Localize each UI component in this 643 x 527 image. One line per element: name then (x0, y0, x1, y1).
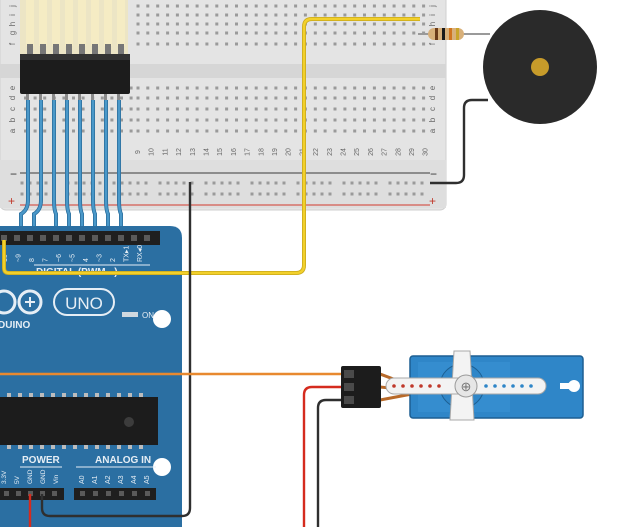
microcontroller-chip (0, 397, 158, 445)
servo-ground-wire[interactable] (316, 398, 346, 527)
row-letter: e (428, 85, 437, 90)
digital-pin-label: RX◂0 (137, 245, 144, 262)
digital-pin-label: ~6 (56, 254, 63, 262)
rail-plus-left: + (8, 194, 15, 208)
led-wires[interactable] (19, 100, 123, 234)
column-number: 12 (176, 148, 183, 156)
rail-minus-left: − (10, 167, 17, 181)
ground-wire[interactable] (40, 182, 192, 518)
digital-pin-label: 8 (29, 258, 36, 262)
column-number: 15 (217, 148, 224, 156)
digital-pin-label: 7 (43, 258, 50, 262)
column-number: 27 (382, 148, 389, 156)
svg-text:⊕: ⊕ (461, 379, 472, 394)
digital-pin-label: ~3 (97, 254, 104, 262)
piezo-buzzer-icon[interactable] (483, 10, 597, 124)
row-letter: i (8, 14, 17, 16)
digital-pin-label: TX▸1 (124, 246, 131, 262)
row-letter: f (8, 42, 17, 45)
row-letter: d (8, 96, 17, 100)
power-pin-label: GND (27, 469, 34, 484)
servo-power-wire[interactable] (302, 385, 346, 527)
row-letter: g (8, 31, 17, 35)
column-number: 24 (341, 148, 348, 156)
resistor-icon[interactable] (418, 28, 490, 40)
analog-header[interactable] (74, 488, 156, 500)
digital-pin-label: 4 (83, 258, 90, 262)
rail-plus-right: + (429, 194, 436, 208)
buzzer-ground-wire[interactable] (430, 98, 488, 185)
analog-label: ANALOG IN (95, 455, 151, 466)
uno-badge (53, 288, 115, 316)
column-number: 19 (272, 148, 279, 156)
row-letter: j (8, 5, 17, 8)
uno-label: UNO (65, 294, 103, 313)
breadboard-row-letters: jihgfjihgfedcbaedcba (8, 5, 437, 133)
analog-pin-label: A2 (105, 475, 112, 484)
mounting-hole-bottom (153, 458, 171, 476)
column-number: 16 (231, 148, 238, 156)
power-pin-labels: 3.3V 5V GND GND Vin (1, 469, 60, 484)
row-letter: a (428, 128, 437, 133)
column-number: 14 (204, 148, 211, 156)
row-letter: c (428, 107, 437, 111)
row-letter: h (428, 22, 437, 26)
analog-pin-label: A4 (131, 475, 138, 484)
column-number: 20 (286, 148, 293, 156)
column-number: 9 (135, 150, 142, 154)
power-pin-label: Vin (53, 474, 60, 484)
row-letter: e (8, 85, 17, 90)
row-letter: j (428, 5, 437, 8)
on-label: ON (142, 311, 154, 320)
rail-minus-right: − (430, 167, 437, 181)
row-letter: b (8, 117, 17, 122)
row-letter: h (8, 22, 17, 26)
digital-pin-label: ~9 (16, 254, 23, 262)
analog-pin-label: A1 (92, 475, 99, 484)
row-letter: b (428, 117, 437, 122)
digital-pin-label: 2 (110, 258, 117, 262)
row-letter: i (428, 14, 437, 16)
arduino-infinity-logo (0, 289, 43, 315)
analog-pin-label: A0 (79, 475, 86, 484)
analog-pin-labels: A0 A1 A2 A3 A4 A5 (79, 475, 151, 484)
column-number: 25 (354, 148, 361, 156)
power-pin-label: 3.3V (1, 470, 8, 484)
power-pin-label: GND (40, 469, 47, 484)
column-number: 18 (258, 148, 265, 156)
brand-label: DUINO (0, 320, 30, 331)
column-number: 10 (149, 148, 156, 156)
row-letter: c (8, 107, 17, 111)
column-number: 28 (395, 148, 402, 156)
column-number: 23 (327, 148, 334, 156)
micro-servo-icon[interactable]: ⊕ (385, 350, 584, 421)
analog-pin-label: A3 (118, 475, 125, 484)
row-letter: d (428, 96, 437, 100)
led-bar-graph-icon[interactable] (20, 0, 130, 100)
power-pin-label: 5V (14, 475, 21, 484)
mounting-hole-top (153, 310, 171, 328)
power-label: POWER (22, 455, 61, 466)
on-led (122, 312, 138, 317)
column-number: 26 (368, 148, 375, 156)
column-number: 30 (423, 148, 430, 156)
column-number: 22 (313, 148, 320, 156)
column-number: 13 (190, 148, 197, 156)
column-number: 11 (162, 148, 169, 155)
row-letter: a (8, 128, 17, 133)
analog-pin-label: A5 (144, 475, 151, 484)
column-number: 17 (245, 148, 252, 156)
digital-pin-label: ~5 (70, 254, 77, 262)
column-number: 29 (409, 148, 416, 156)
row-letter: f (428, 42, 437, 45)
